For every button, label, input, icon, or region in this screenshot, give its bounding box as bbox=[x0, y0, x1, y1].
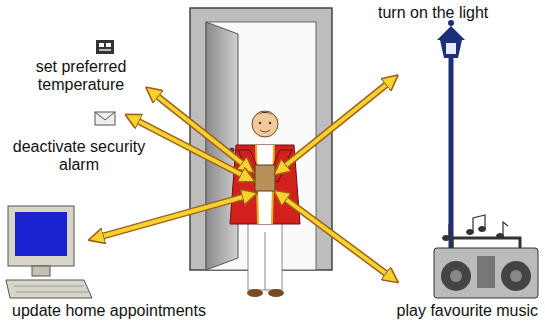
computer-keyboard bbox=[6, 280, 92, 298]
person-trim bbox=[256, 145, 274, 224]
caption-label: set preferred temperature bbox=[6, 58, 156, 95]
person-jacket bbox=[230, 145, 300, 224]
computer-screen bbox=[15, 212, 67, 256]
lamp-cap bbox=[437, 26, 465, 40]
thermostat-icon bbox=[99, 49, 111, 51]
thermostat-icon bbox=[106, 43, 111, 47]
person-hair bbox=[252, 112, 278, 120]
alarm-icon bbox=[95, 112, 115, 125]
caption-label: update home appointments bbox=[12, 302, 242, 320]
person-feet bbox=[268, 289, 284, 297]
thermostat-icon bbox=[96, 40, 114, 54]
boombox-speaker bbox=[510, 270, 522, 282]
person-legs bbox=[265, 232, 266, 290]
boombox-panel bbox=[477, 256, 495, 288]
person-device bbox=[255, 165, 275, 191]
person-eye bbox=[269, 122, 271, 124]
person-shirt bbox=[256, 145, 274, 224]
boombox-speaker bbox=[450, 270, 462, 282]
alarm-icon bbox=[95, 112, 115, 120]
person-eye bbox=[259, 122, 261, 124]
lamp-head bbox=[440, 40, 462, 58]
caption-label: deactivate security alarm bbox=[4, 138, 154, 175]
boombox-handle bbox=[452, 238, 520, 248]
lamp-glass bbox=[446, 43, 456, 54]
boombox-speaker bbox=[441, 261, 471, 291]
arrow-outlines bbox=[96, 80, 392, 278]
computer-keys bbox=[14, 286, 88, 292]
person-head bbox=[252, 111, 278, 137]
computer-stand bbox=[32, 266, 50, 276]
person-smile bbox=[260, 130, 270, 132]
caption-label: turn on the light bbox=[378, 4, 538, 22]
caption-label: play favourite music bbox=[372, 302, 538, 320]
person-legs bbox=[248, 220, 282, 290]
boombox-body bbox=[434, 248, 538, 298]
arrow bbox=[96, 80, 392, 278]
thermostat-icon bbox=[99, 43, 104, 47]
person-feet bbox=[247, 289, 263, 297]
music-notes bbox=[443, 215, 509, 241]
boombox-speaker bbox=[501, 261, 531, 291]
computer-monitor bbox=[8, 206, 74, 266]
